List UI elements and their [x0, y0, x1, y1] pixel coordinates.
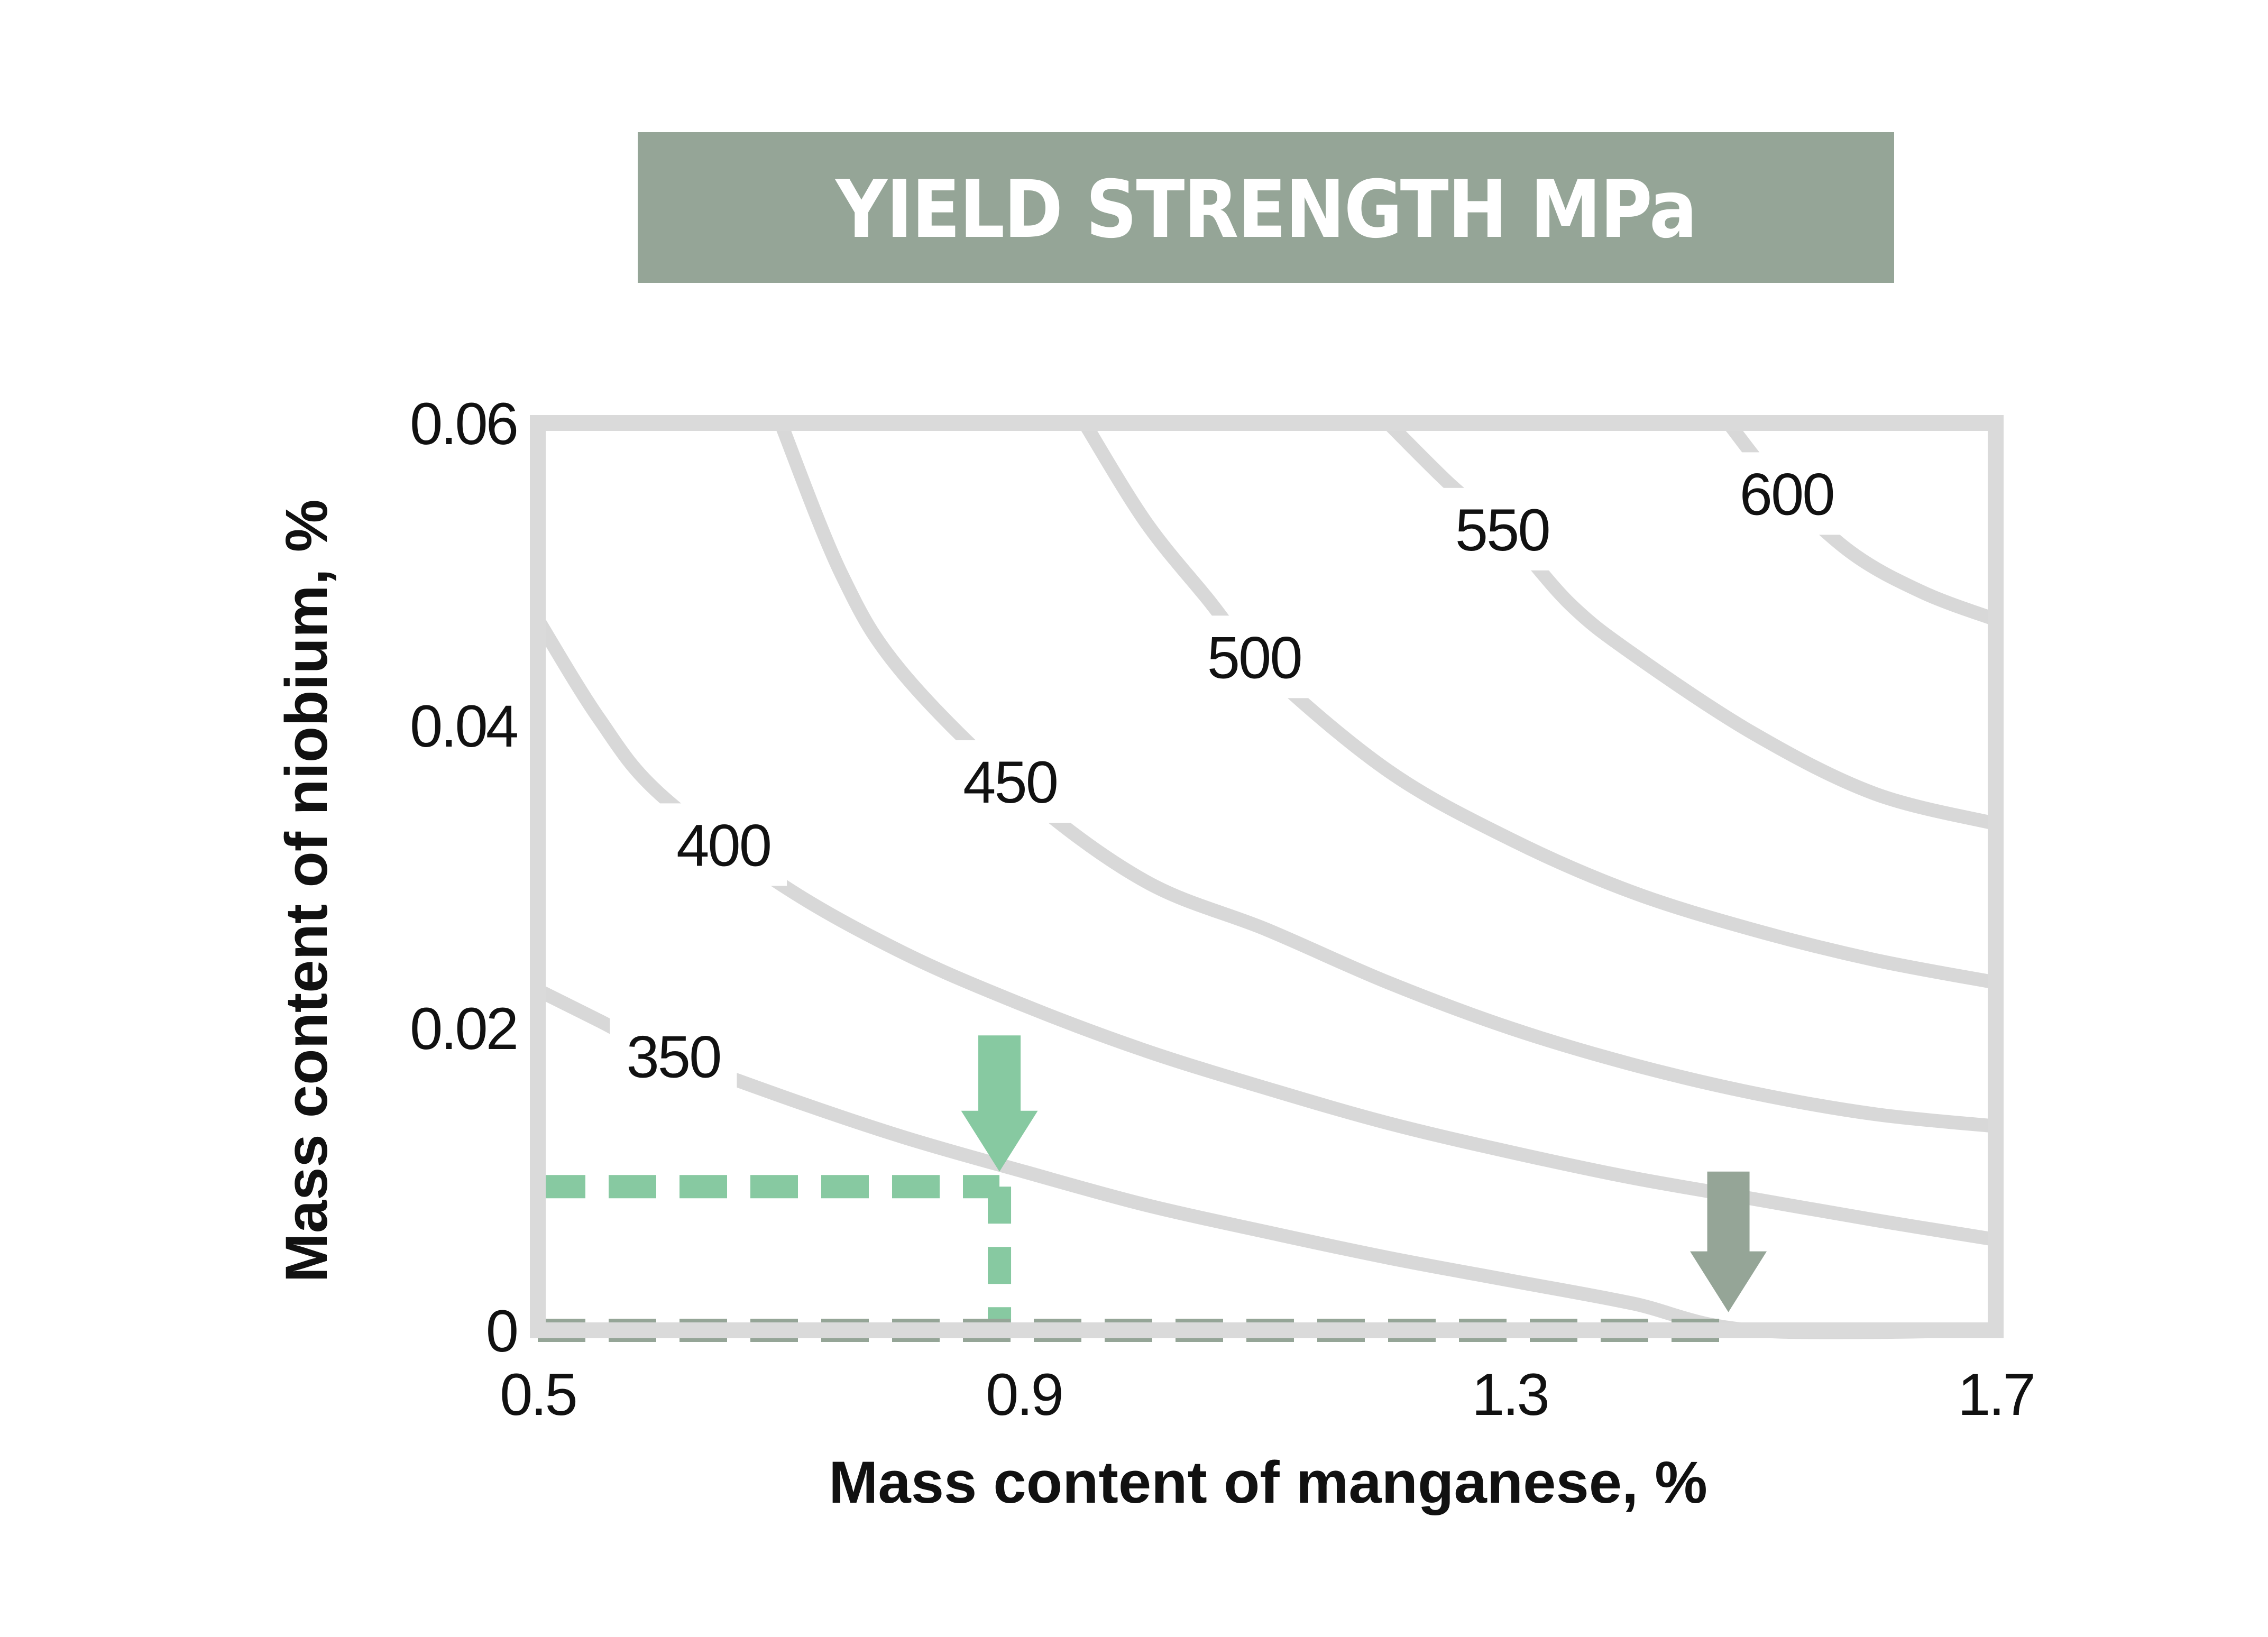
contour-line-500: [1077, 416, 2003, 990]
arrow-down-icon: [961, 1035, 1038, 1172]
x-tick-labels: 0.5 0.9 1.3 1.7: [500, 1362, 2036, 1428]
chart-title: YIELD STRENGTH MPa: [834, 164, 1696, 256]
y-tick-label: 0.02: [410, 996, 517, 1062]
contour-label-gap: [660, 803, 787, 886]
contour-label-gap: [1723, 452, 1850, 535]
contour-label-550: 550: [1455, 497, 1549, 563]
contour-label-500: 500: [1207, 624, 1301, 691]
y-axis-label: Mass content of niobium, %: [273, 500, 339, 1283]
contour-label-350: 350: [626, 1024, 720, 1090]
arrow-down-icon: [1690, 1171, 1767, 1312]
contour-label-gap: [1438, 488, 1566, 571]
y-tick-label: 0.06: [410, 391, 517, 457]
y-tick-labels: 0 0.02 0.04 0.06: [410, 391, 520, 1364]
contour-line-350: [531, 983, 2003, 1339]
x-axis-label: Mass content of manganese, %: [829, 1449, 1707, 1515]
contour-label-gap: [610, 1015, 737, 1098]
contour-label-450: 450: [963, 749, 1057, 815]
contour-label-gap: [1190, 615, 1318, 698]
x-tick-label: 1.7: [1958, 1362, 2034, 1428]
x-tick-label: 0.9: [986, 1362, 1062, 1428]
x-tick-label: 0.5: [500, 1362, 576, 1428]
contour-line-550: [1381, 416, 2003, 831]
title-banner: [638, 132, 1894, 283]
plot-frame: [530, 415, 2004, 1338]
contour-line-450: [774, 416, 2003, 1133]
contour-label-gap: [947, 740, 1074, 823]
y-tick-label: 0: [486, 1298, 517, 1364]
contour-label-400: 400: [676, 812, 770, 878]
contour-label-600: 600: [1740, 461, 1834, 527]
x-tick-label: 1.3: [1472, 1362, 1548, 1428]
contour-labels: 350 400 450 500 550 600: [610, 452, 1850, 1098]
y-tick-label: 0.04: [410, 693, 518, 759]
